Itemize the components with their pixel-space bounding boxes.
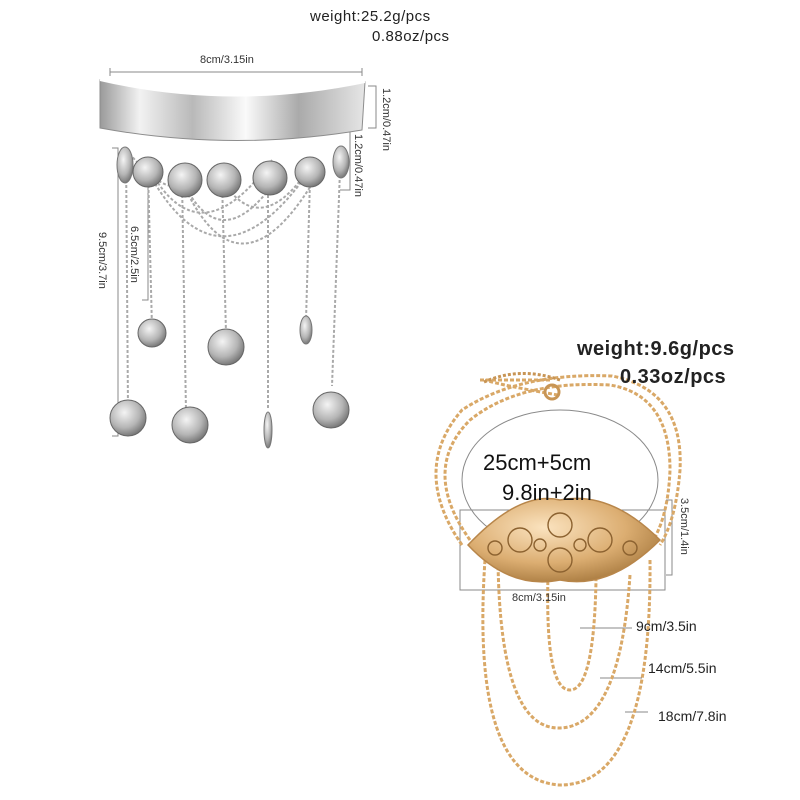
gold-chain1-label: 9cm/3.5in [636, 618, 697, 634]
gold-hanging-chains [481, 559, 652, 787]
silver-chains [125, 149, 341, 413]
gold-chain3-label: 18cm/7.8in [658, 708, 727, 724]
gold-chain2-label: 14cm/5.5in [648, 660, 717, 676]
gold-chain-loop [434, 374, 682, 546]
silver-total-length-label: 9.5cm/3.7in [96, 232, 108, 289]
silver-cuff [99, 68, 377, 449]
gold-filigree-width-label: 8cm/3.15in [512, 592, 566, 604]
gold-weight-line2: 0.33oz/pcs [620, 366, 727, 388]
silver-inner-length-label: 6.5cm/2.5in [128, 226, 140, 283]
silver-coins-bottom [109, 315, 350, 449]
gold-filigree [466, 497, 662, 583]
gold-circumference-line2: 9.8in+2in [502, 480, 592, 505]
gold-extender [483, 371, 561, 384]
gold-circumference-line1: 25cm+5cm [483, 450, 592, 475]
silver-weight-line2: 0.88oz/pcs [372, 28, 450, 45]
gold-bracelet [434, 371, 682, 787]
silver-width-label: 8cm/3.15in [200, 54, 254, 66]
silver-coin-drop-label: 1.2cm/0.47in [352, 134, 364, 197]
silver-weight-line1: weight:25.2g/pcs [310, 8, 431, 25]
gold-filigree-height-label: 3.5cm/1.4in [678, 498, 690, 555]
silver-coins-top [116, 145, 350, 198]
gold-weight-line1: weight:9.6g/pcs [577, 338, 735, 360]
silver-band-height-label: 1.2cm/0.47in [380, 88, 392, 151]
